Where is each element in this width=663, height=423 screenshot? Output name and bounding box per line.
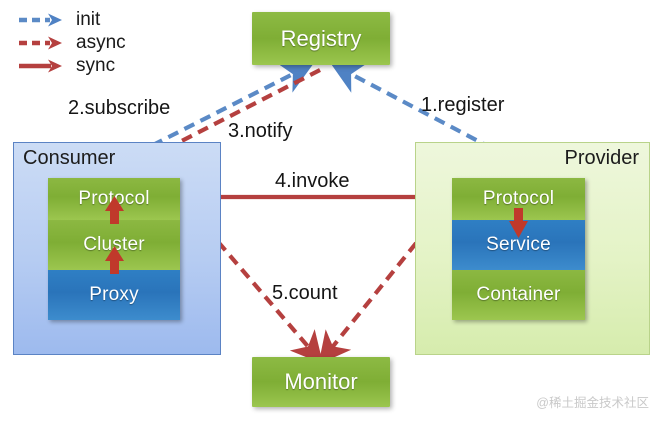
legend: init async sync (18, 8, 126, 77)
provider-panel-title: Provider (564, 147, 639, 169)
consumer-layer-cluster[interactable]: Cluster (48, 220, 180, 270)
consumer-layer-proxy[interactable]: Proxy (48, 270, 180, 320)
provider-layer-service[interactable]: Service (452, 220, 585, 270)
legend-init-line-icon (19, 13, 62, 26)
watermark: @稀土掘金技术社区 (536, 396, 649, 410)
consumer-layer-protocol[interactable]: Protocol (48, 178, 180, 220)
provider-layer-protocol[interactable]: Protocol (452, 178, 585, 220)
edge-label-subscribe: 2.subscribe (68, 97, 171, 119)
legend-item-init: init (18, 8, 126, 31)
monitor-node[interactable]: Monitor (252, 357, 390, 407)
provider-layer-container[interactable]: Container (452, 270, 585, 320)
registry-node[interactable]: Registry (252, 12, 390, 65)
legend-item-async: async (18, 31, 126, 54)
legend-async-label: async (76, 32, 126, 53)
consumer-layer-stack: Protocol Cluster Proxy (48, 178, 180, 320)
legend-init-label: init (76, 9, 101, 30)
edge-label-count: 5.count (272, 282, 338, 304)
edge-label-notify: 3.notify (228, 120, 293, 142)
provider-layer-stack: Protocol Service Container (452, 178, 585, 320)
legend-sync-line-icon (19, 59, 62, 72)
legend-item-sync: sync (18, 54, 126, 77)
legend-async-line-icon (19, 36, 62, 49)
legend-sync-label: sync (76, 55, 116, 76)
consumer-panel-title: Consumer (23, 147, 116, 169)
edge-count-provider (318, 199, 452, 365)
edge-label-register: 1.register (421, 94, 505, 116)
edge-label-invoke: 4.invoke (275, 170, 350, 192)
edge-count-consumer (181, 199, 324, 365)
